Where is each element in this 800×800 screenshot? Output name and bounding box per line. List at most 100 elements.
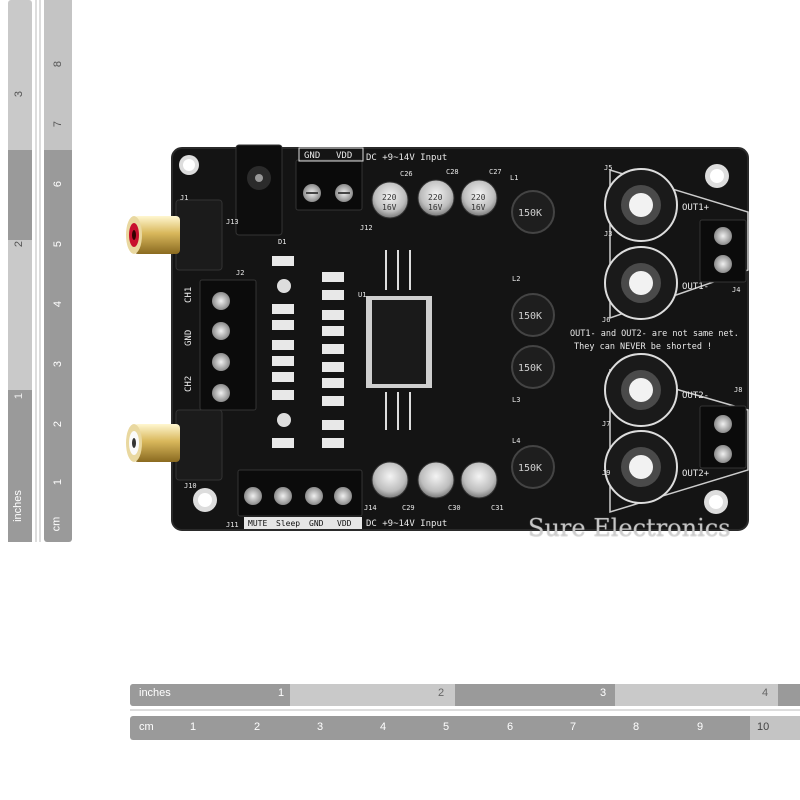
ref-l2: L2 — [512, 275, 520, 283]
ref-j11: J11 — [226, 521, 239, 529]
cap-marking: 220 — [471, 193, 486, 202]
electrolytic-capacitors-bottom — [371, 461, 498, 499]
ruler-inch-tick-label: 4 — [762, 687, 769, 699]
cap-marking: 220 — [382, 193, 397, 202]
bottom-header-sleep: Sleep — [276, 519, 300, 528]
ref-l1: L1 — [510, 174, 518, 182]
ruler-ticks — [32, 0, 44, 542]
trim-pots — [277, 279, 291, 427]
input-label-ch1: CH1 — [184, 287, 194, 303]
ref-j14: J14 — [364, 504, 377, 512]
input-terminal-block — [199, 279, 257, 411]
ruler-inch-label: inches — [139, 687, 171, 699]
ruler-cm-label: cm — [139, 721, 154, 733]
rca-jack-ch2 — [126, 409, 223, 481]
ref-j9: J9 — [602, 469, 610, 477]
ruler-cm-tick-label: 10 — [757, 721, 770, 733]
ref-j5: J5 — [604, 164, 612, 172]
ref-c29: C29 — [402, 504, 415, 512]
bottom-header-box — [244, 517, 362, 529]
pcb-edge — [171, 147, 749, 531]
inductor-marking: 150K — [518, 363, 542, 374]
electrolytic-capacitors-top — [371, 179, 498, 219]
output-terminals — [699, 219, 747, 469]
ref-j3: J3 — [604, 230, 612, 238]
ref-c28: C28 — [446, 168, 459, 176]
inductor-marking: 150K — [518, 463, 542, 474]
top-header-gnd: GND — [304, 151, 320, 161]
bottom-control-terminal — [237, 469, 363, 517]
ref-j13: J13 — [226, 218, 239, 226]
ref-u1: U1 — [358, 291, 366, 299]
cap-marking: 16V — [382, 203, 397, 212]
amplifier-ic — [366, 250, 432, 430]
out2-minus-label: OUT2- — [682, 391, 709, 401]
warning-line-1: OUT1- and OUT2- are not same net. — [570, 329, 739, 339]
ruler-cm-tick-label: 7 — [570, 721, 577, 733]
ruler-inch-strip-dark — [130, 684, 290, 706]
ruler-cm-tick-label: 1 — [190, 721, 197, 733]
horizontal-ruler: inches cm 1 2 3 4 1 2 3 4 5 6 7 8 9 10 — [130, 684, 800, 742]
ruler-cm-tick-label: 5 — [443, 721, 450, 733]
ruler-cm-strip-light — [750, 716, 800, 740]
ref-c26: C26 — [400, 170, 413, 178]
inductor-marking: 150K — [518, 208, 542, 219]
dc-barrel-jack — [235, 144, 283, 236]
ref-j2: J2 — [236, 269, 244, 277]
top-header-box — [298, 147, 364, 162]
ref-l4: L4 — [512, 437, 520, 445]
bottom-power-label: DC +9~14V Input — [366, 519, 447, 529]
ref-c31: C31 — [491, 504, 504, 512]
input-label-gnd: GND — [184, 330, 194, 346]
ref-j12: J12 — [360, 224, 373, 232]
bottom-header-mute: MUTE — [248, 519, 267, 528]
cap-marking: 16V — [471, 203, 486, 212]
ruler-cm-tick-label: 4 — [380, 721, 387, 733]
ref-j4: J4 — [732, 286, 740, 294]
bottom-header-vdd: VDD — [337, 519, 352, 528]
bottom-header-gnd: GND — [309, 519, 324, 528]
ref-j7: J7 — [602, 420, 610, 428]
speaker-output-posts — [604, 168, 749, 514]
vertical-ruler: inches cm 1 2 3 1 2 3 4 5 6 7 8 — [8, 0, 72, 542]
amplifier-board: GND VDD DC +9~14V Input 220 16V 220 16V … — [126, 144, 749, 531]
ruler-cm-tick-label: 3 — [317, 721, 324, 733]
out1-minus-label: OUT1- — [682, 282, 709, 292]
ref-j1: J1 — [180, 194, 188, 202]
ruler-cm-strip — [130, 716, 800, 740]
brand-watermark: Sure Electronics — [528, 514, 731, 542]
input-label-ch2: CH2 — [184, 376, 194, 392]
smd-resistor-column — [272, 256, 344, 448]
ref-j6: J6 — [602, 316, 610, 324]
ruler-cm-tick-label: 9 — [697, 721, 704, 733]
top-header-vdd: VDD — [336, 151, 352, 161]
ruler-inch-tick-label: 3 — [600, 687, 607, 699]
ruler-inch-strip-dark — [8, 150, 32, 240]
cap-marking: 16V — [428, 203, 443, 212]
ruler-cm-strip-light — [44, 0, 72, 150]
out2-plus-label: OUT2+ — [682, 469, 710, 479]
pcb-body — [172, 148, 748, 530]
rca-jack-ch1 — [126, 199, 223, 271]
ruler-inch-strip-dark — [455, 684, 615, 706]
ref-j10: J10 — [184, 482, 197, 490]
ruler-cm-tick-label: 6 — [507, 721, 514, 733]
ruler-cm-tick-label: 2 — [254, 721, 261, 733]
ref-c27: C27 — [489, 168, 502, 176]
cap-marking: 220 — [428, 193, 443, 202]
ruler-ticks — [130, 706, 800, 716]
out1-plus-label: OUT1+ — [682, 203, 710, 213]
power-inductors — [511, 190, 555, 489]
ruler-inch-strip-dark — [8, 390, 32, 542]
ruler-inch-strip-dark — [778, 684, 800, 706]
ref-l3: L3 — [512, 396, 520, 404]
mounting-holes — [179, 155, 729, 514]
top-power-label: DC +9~14V Input — [366, 153, 447, 163]
top-power-terminal — [295, 159, 363, 211]
ref-j8: J8 — [734, 386, 742, 394]
ruler-inch-tick-label: 1 — [278, 687, 285, 699]
inductor-marking: 150K — [518, 311, 542, 322]
warning-line-2: They can NEVER be shorted ! — [574, 342, 712, 352]
ruler-cm-tick-label: 8 — [633, 721, 640, 733]
ref-c30: C30 — [448, 504, 461, 512]
